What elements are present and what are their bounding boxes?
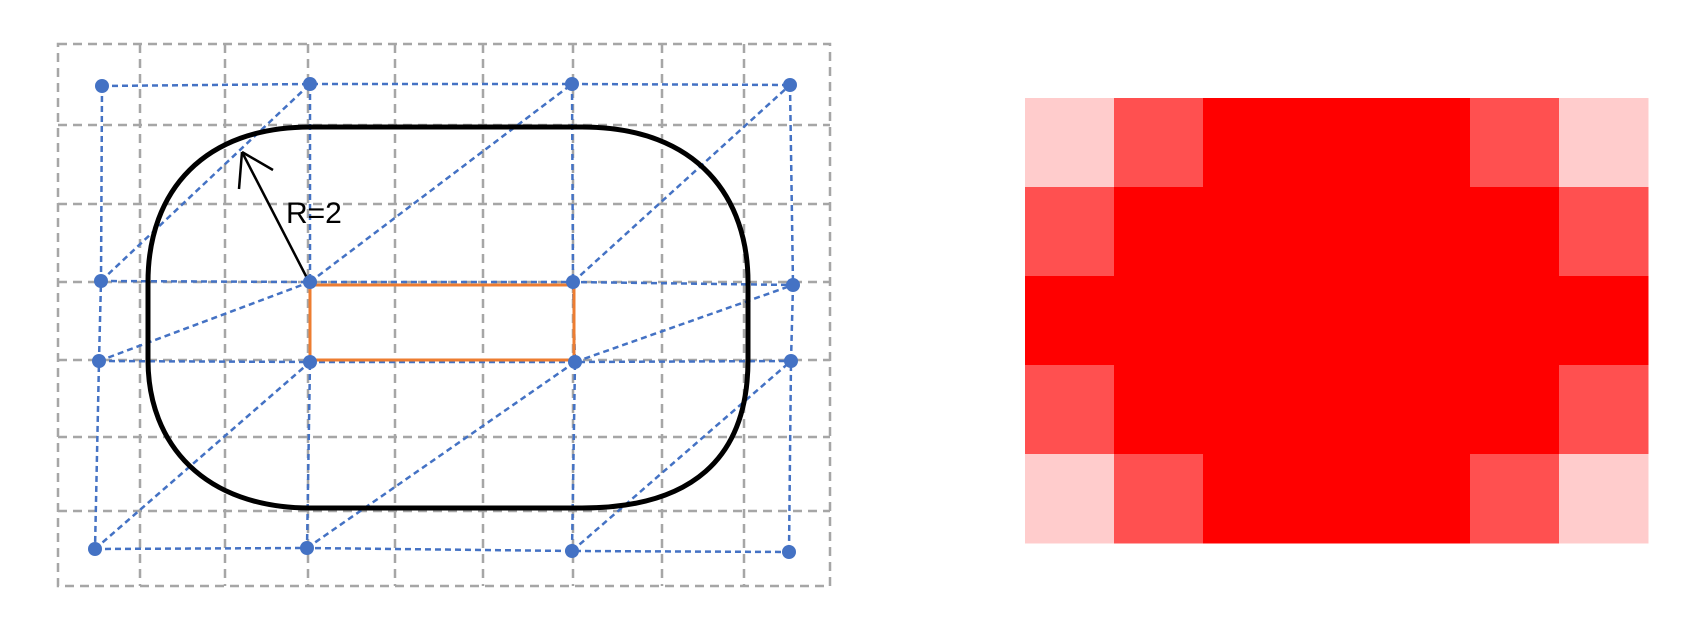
- control-point: [565, 544, 579, 558]
- control-point: [782, 545, 796, 559]
- control-point: [94, 274, 108, 288]
- pixel-cell-light: [1025, 98, 1115, 188]
- pixel-cell-medium: [1114, 98, 1204, 188]
- pixel-cell-dark: [1203, 365, 1293, 455]
- control-network: [93, 82, 795, 554]
- pixel-cell-medium: [1025, 187, 1115, 277]
- pixel-cell-medium: [1470, 98, 1560, 188]
- control-diagonal: [309, 83, 573, 283]
- pixel-cell-dark: [1114, 365, 1204, 455]
- radius-arrow: [237, 150, 310, 281]
- grid-border: [56, 42, 832, 588]
- pixel-cell-dark: [1381, 454, 1471, 544]
- control-line: [94, 546, 790, 554]
- left-diagram: R=2: [56, 42, 832, 588]
- control-point: [303, 355, 317, 369]
- control-points: [88, 77, 800, 559]
- pixel-cell-dark: [1470, 276, 1560, 366]
- pixel-cell-dark: [1292, 276, 1382, 366]
- pixel-grid: [1025, 98, 1649, 544]
- pixel-cell-light: [1025, 454, 1115, 544]
- pixel-cell-dark: [1203, 187, 1293, 277]
- control-point: [303, 77, 317, 91]
- pixel-cell-dark: [1292, 365, 1382, 455]
- control-line: [570, 83, 577, 552]
- control-line: [101, 82, 791, 88]
- pixel-cell-dark: [1559, 276, 1649, 366]
- pixel-cell-dark: [1381, 276, 1471, 366]
- pixel-cell-medium: [1114, 454, 1204, 544]
- control-line: [305, 84, 312, 549]
- control-point: [566, 275, 580, 289]
- control-point: [784, 354, 798, 368]
- control-line: [98, 359, 792, 364]
- pixel-cell-dark: [1381, 98, 1471, 188]
- pixel-cell-dark: [1470, 187, 1560, 277]
- control-point: [783, 78, 797, 92]
- radius-label: R=2: [286, 197, 342, 230]
- control-diagonal: [98, 280, 311, 363]
- pixel-cell-medium: [1470, 454, 1560, 544]
- pixel-cell-dark: [1114, 187, 1204, 277]
- pixel-cell-light: [1559, 98, 1649, 188]
- control-point: [786, 278, 800, 292]
- control-diagonal: [571, 360, 792, 552]
- control-point: [568, 355, 582, 369]
- pixel-cell-dark: [1381, 187, 1471, 277]
- inner-rectangle: [308, 283, 576, 362]
- pixel-cell-dark: [1203, 454, 1293, 544]
- radius-arrow-shaft: [240, 151, 310, 281]
- pixel-cell-dark: [1114, 276, 1204, 366]
- pixel-cell-dark: [1292, 187, 1382, 277]
- control-diagonal: [94, 361, 311, 550]
- radius-arrow-head: [237, 151, 244, 190]
- control-point: [88, 542, 102, 556]
- pixel-cell-dark: [1203, 276, 1293, 366]
- control-point: [300, 541, 314, 555]
- radius-arrow-head: [241, 150, 274, 172]
- control-diagonal: [574, 283, 794, 364]
- control-diagonal: [306, 360, 576, 550]
- pixel-cell-light: [1559, 454, 1649, 544]
- control-point: [95, 79, 109, 93]
- rounded-boundary: [145, 124, 751, 511]
- pixel-cell-medium: [1025, 365, 1115, 455]
- control-point: [303, 275, 317, 289]
- pixel-cell-dark: [1292, 454, 1382, 544]
- pixel-cell-dark: [1025, 276, 1115, 366]
- control-line: [100, 279, 794, 287]
- control-line: [93, 85, 104, 550]
- pixel-cell-medium: [1559, 187, 1649, 277]
- pixel-cell-dark: [1470, 365, 1560, 455]
- control-line: [787, 84, 795, 553]
- pixel-cell-dark: [1292, 98, 1382, 188]
- control-diagonal: [100, 83, 311, 282]
- pixel-cell-medium: [1559, 365, 1649, 455]
- control-point: [565, 77, 579, 91]
- control-point: [92, 354, 106, 368]
- pixel-cell-dark: [1381, 365, 1471, 455]
- control-diagonal: [572, 84, 791, 283]
- pixel-cell-dark: [1203, 98, 1293, 188]
